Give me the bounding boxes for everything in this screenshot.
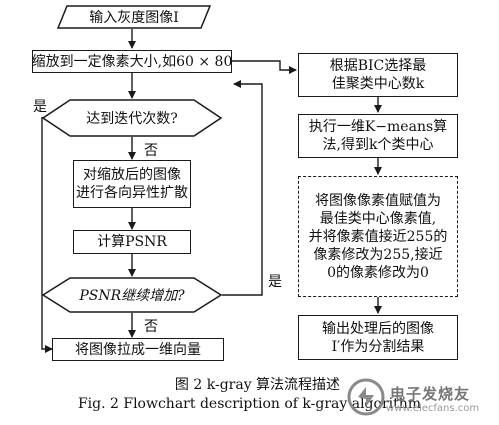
iteration-decision-label: 达到迭代次数? — [86, 111, 178, 127]
watermark-url: www.elecfans.com — [386, 403, 480, 414]
figure-caption-english: Fig. 2 Flowchart description of k-gray a… — [77, 396, 422, 412]
arrow-iter-yes-to-vector — [41, 117, 53, 353]
iteration-decision: 达到迭代次数? — [42, 99, 222, 137]
output-line-2: I′作为分割结果 — [331, 338, 425, 355]
vectorize-step: 将图像拉成一维向量 — [52, 338, 224, 361]
psnr-no-label: 否 — [144, 319, 158, 335]
diffusion-line-2: 进行各向异性扩散 — [76, 185, 188, 201]
arrow-to-bic — [232, 60, 297, 74]
resize-step-label: 缩放到一定像素大小,如60 × 80 — [31, 53, 233, 70]
assign-line-1: 将图像像素值赋值为 — [314, 192, 441, 209]
arrow-psnr-loop-back — [222, 80, 263, 296]
kmeans-step: 执行一维K−means算 法,得到k个类中心 — [298, 114, 458, 158]
bic-line-2: 佳聚类中心数k — [331, 76, 425, 92]
psnr-step: 计算PSNR — [73, 230, 191, 254]
assign-line-3: 并将像素值接近255的 — [308, 228, 448, 245]
assign-step: 将图像像素值赋值为 最佳类中心像素值, 并将像素值接近255的 像素修改为255… — [298, 176, 458, 297]
psnr-yes-label: 是 — [268, 274, 282, 290]
psnr-step-label: 计算PSNR — [97, 234, 167, 250]
output-step: 输出处理后的图像 I′作为分割结果 — [298, 315, 458, 360]
start-input-label: 输入灰度图像I — [89, 10, 179, 26]
kmeans-line-2: 法,得到k个类中心 — [322, 137, 434, 153]
bic-step: 根据BIC选择最 佳聚类中心数k — [298, 53, 458, 97]
psnr-decision-label: PSNR继续增加? — [79, 288, 185, 304]
vectorize-step-label: 将图像拉成一维向量 — [75, 341, 201, 358]
watermark-text: 电子发烧友 — [390, 385, 471, 403]
assign-line-2: 最佳类中心像素值, — [319, 210, 437, 227]
iteration-no-label: 否 — [144, 143, 158, 159]
diffusion-step: 对缩放后的图像 进行各向异性扩散 — [73, 160, 191, 208]
figure-caption-chinese: 图 2 k-gray 算法流程描述 — [174, 377, 341, 393]
output-line-1: 输出处理后的图像 — [322, 320, 434, 337]
resize-step: 缩放到一定像素大小,如60 × 80 — [32, 50, 232, 73]
bic-line-1: 根据BIC选择最 — [329, 58, 427, 74]
kmeans-line-1: 执行一维K−means算 — [308, 119, 448, 135]
assign-line-5: 0的像素修改为0 — [327, 264, 429, 281]
diffusion-line-1: 对缩放后的图像 — [83, 167, 181, 183]
watermark-logo: 电子发烧友 www.elecfans.com — [346, 377, 496, 421]
iteration-yes-label: 是 — [33, 99, 47, 115]
assign-line-4: 像素修改为255,接近 — [313, 246, 443, 263]
start-input-node: 输入灰度图像I — [57, 5, 211, 29]
watermark-logo-icon — [347, 378, 385, 416]
psnr-decision: PSNR继续增加? — [42, 277, 222, 313]
